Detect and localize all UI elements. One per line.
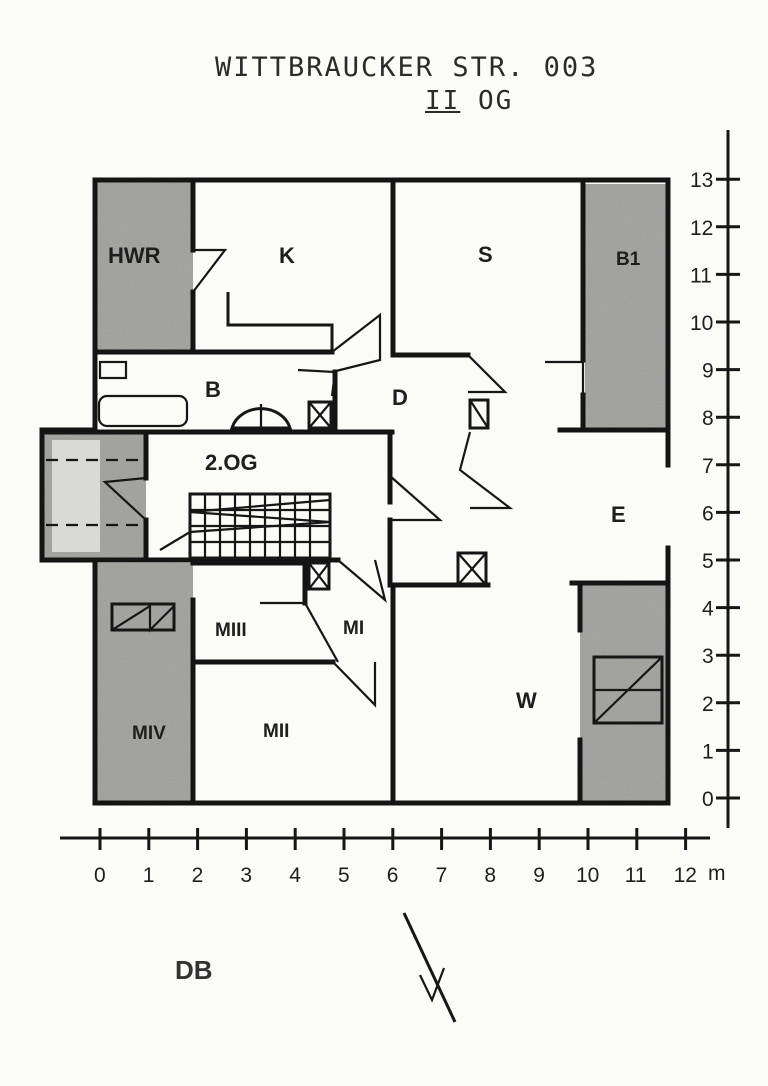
shaft-2 bbox=[468, 398, 490, 430]
door-hall-east bbox=[458, 431, 514, 510]
north-arrow-icon bbox=[402, 912, 457, 1023]
scale-y-label: 2 bbox=[702, 693, 714, 716]
sink bbox=[229, 407, 293, 430]
room-label-s: S bbox=[478, 242, 493, 267]
cabinet-balcony bbox=[592, 655, 664, 725]
door-landing bbox=[102, 476, 147, 521]
fixtures bbox=[97, 360, 664, 725]
scale-y-label: 8 bbox=[702, 407, 714, 430]
floor-numeral: II bbox=[425, 86, 461, 116]
scale-x-label: 1 bbox=[143, 864, 155, 887]
plan-title: WITTBRAUCKER STR. 003 bbox=[215, 52, 599, 83]
scale-y-label: 3 bbox=[702, 645, 714, 668]
shaft-1 bbox=[307, 400, 333, 430]
room-label-e: E bbox=[611, 502, 626, 527]
door-s bbox=[467, 354, 508, 394]
scale-y-label: 5 bbox=[702, 550, 714, 573]
scale-x-label: 0 bbox=[94, 864, 106, 887]
m4-area bbox=[95, 563, 193, 803]
scale-x-label: 8 bbox=[484, 864, 496, 887]
balcony-b1-area bbox=[585, 184, 668, 430]
scale-x-label: 10 bbox=[576, 864, 599, 887]
scale-x-label: 11 bbox=[625, 864, 647, 887]
door-m1-south bbox=[332, 661, 377, 708]
scale-y-label: 7 bbox=[702, 455, 714, 478]
scale-x-label: 3 bbox=[240, 864, 252, 887]
room-label-hwr: HWR bbox=[108, 243, 161, 268]
shaded-areas bbox=[44, 180, 668, 803]
scale-y-label: 1 bbox=[702, 740, 714, 763]
floor-suffix: OG bbox=[477, 86, 514, 116]
floor-label: II OG bbox=[425, 86, 513, 116]
wall-m3-north bbox=[190, 560, 308, 606]
scale-y-label: 9 bbox=[702, 360, 714, 383]
door-m1 bbox=[337, 559, 387, 604]
room-label-w: W bbox=[516, 688, 537, 713]
scale-x-label: 6 bbox=[387, 864, 399, 887]
room-label-m1: MI bbox=[343, 618, 364, 639]
scale-y-label: 12 bbox=[690, 217, 713, 240]
room-label-stair: 2.OG bbox=[205, 450, 258, 475]
outer-walls bbox=[39, 177, 671, 806]
room-label-d: D bbox=[392, 385, 408, 410]
scale-y-label: 13 bbox=[690, 169, 713, 192]
scale-unit: m bbox=[708, 862, 726, 885]
hwr-area bbox=[95, 180, 193, 352]
room-label-b: B bbox=[205, 377, 221, 402]
wall-hall-east bbox=[387, 517, 491, 588]
cabinet-m4 bbox=[110, 602, 176, 633]
staircase bbox=[159, 492, 332, 560]
shaft-3 bbox=[456, 551, 488, 587]
door-kitchen bbox=[192, 248, 228, 293]
door-b1 bbox=[545, 360, 585, 395]
room-label-b1: B1 bbox=[616, 249, 641, 270]
wall-kitchen-step bbox=[226, 292, 334, 352]
door-bath bbox=[297, 368, 337, 397]
scale-x-label: 9 bbox=[533, 864, 545, 887]
scale-x-label: 4 bbox=[289, 864, 301, 887]
room-labels: HWR K S B1 B D 2.OG E MIII MI MIV MII W bbox=[108, 242, 641, 744]
wc bbox=[98, 360, 128, 380]
room-label-m3: MIII bbox=[215, 620, 247, 641]
landing-light bbox=[52, 440, 100, 552]
door-m3 bbox=[260, 601, 339, 663]
scale-y-label: 4 bbox=[702, 598, 714, 621]
door-hall-north bbox=[331, 312, 382, 374]
door-swings bbox=[102, 248, 625, 708]
room-label-m2: MII bbox=[263, 721, 289, 742]
scale-x-label: 7 bbox=[436, 864, 448, 887]
bathtub bbox=[97, 394, 189, 428]
scale-x-label: 5 bbox=[338, 864, 350, 887]
scale-y-label: 10 bbox=[690, 312, 713, 335]
interior-walls bbox=[39, 177, 671, 806]
stamp-text: DB bbox=[175, 955, 213, 985]
shaft-4 bbox=[307, 561, 331, 591]
door-stair-east bbox=[389, 475, 443, 522]
scale-y-label: 0 bbox=[702, 788, 714, 811]
scale-y-label: 6 bbox=[702, 502, 714, 525]
room-label-m4: MIV bbox=[132, 723, 166, 744]
scale-x-label: 12 bbox=[674, 864, 697, 887]
scale-y-label: 11 bbox=[690, 264, 712, 287]
scale-x-label: 2 bbox=[192, 864, 204, 887]
room-label-k: K bbox=[279, 243, 295, 268]
